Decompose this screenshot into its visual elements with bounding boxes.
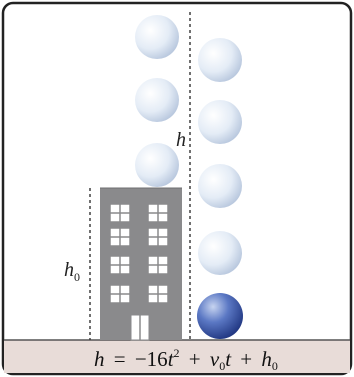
ball-down-2 [198,100,242,144]
ball-up-3 [135,143,179,187]
eq-exp: 2 [174,346,180,360]
ball-up-1 [135,15,179,59]
eq-plus2: + [240,347,252,371]
eq-equals: = [114,347,126,371]
eq-h-sub: 0 [272,359,278,373]
ground [4,340,350,373]
eq-t2: t [225,347,232,371]
eq-v-sub: 0 [219,359,225,373]
equation: h = −16t2 + v0t + h0 [94,338,278,373]
ball-down-3 [198,164,242,208]
ball-down-4 [198,231,242,275]
eq-coef: −16 [135,347,168,371]
ball-down-1 [198,38,242,82]
ball-ground [197,293,243,339]
building [100,187,182,341]
ball-up-2 [135,78,179,122]
label-h0-sub: 0 [74,270,80,284]
eq-v: v [210,347,220,371]
eq-lhs: h [94,347,105,371]
label-h0: h0 [64,259,80,284]
label-h: h [176,129,186,151]
eq-t1: t [168,347,175,371]
eq-plus1: + [189,347,201,371]
label-h0-base: h [64,259,74,281]
eq-h: h [261,347,272,371]
